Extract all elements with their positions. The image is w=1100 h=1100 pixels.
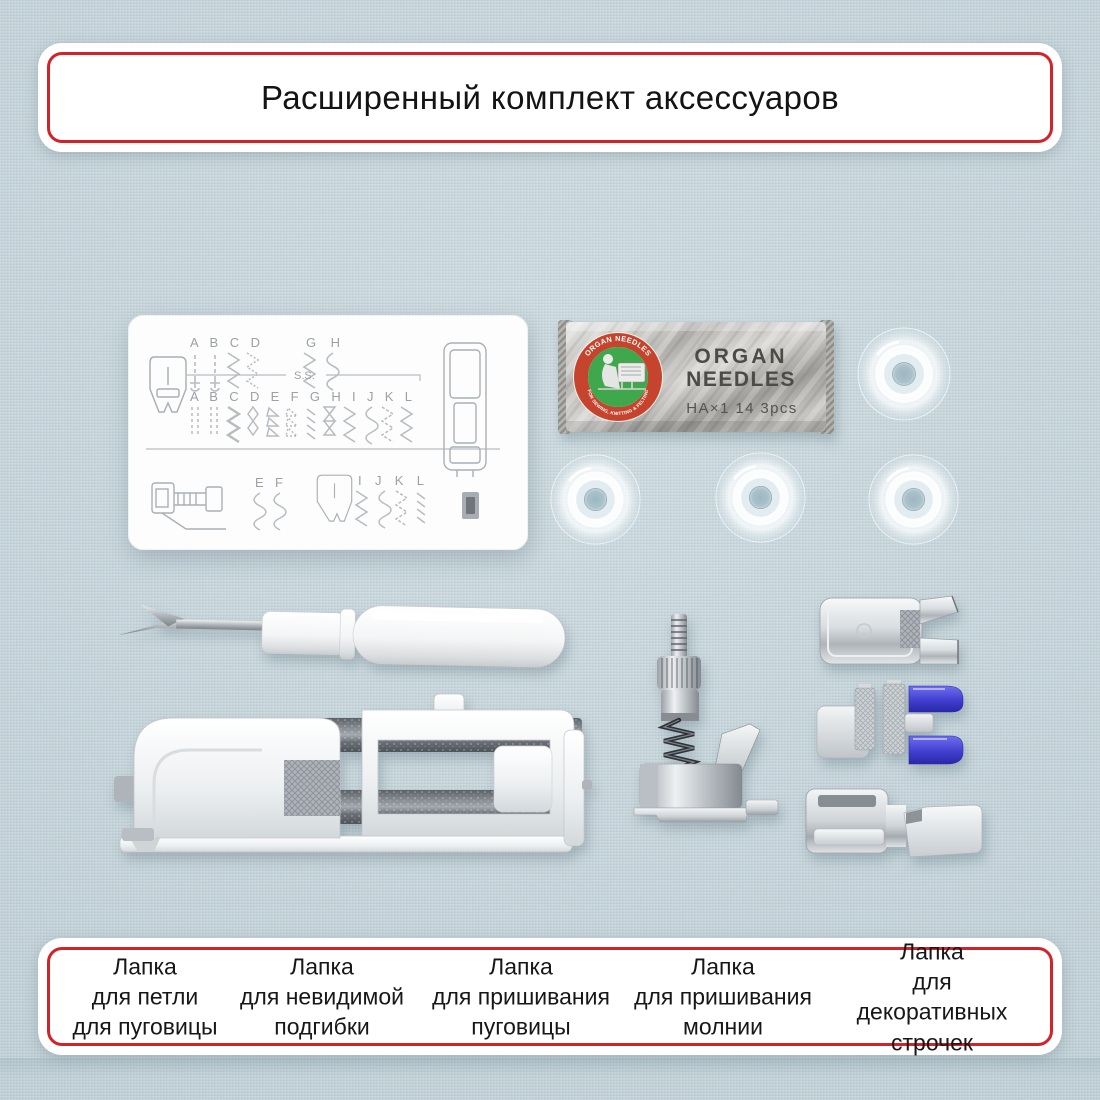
page-title: Расширенный комплект аксессуаров bbox=[260, 78, 840, 116]
blind-hem-blue-upper bbox=[908, 685, 964, 713]
needle-pack: ORGAN NEEDLES FOR SEWING, KNITTING & FEL… bbox=[558, 320, 834, 434]
bobbin bbox=[857, 327, 951, 421]
card-ss-label: S.S. bbox=[294, 370, 315, 382]
bobbin bbox=[550, 454, 641, 545]
organ-logo: ORGAN NEEDLES FOR SEWING, KNITTING & FEL… bbox=[573, 332, 663, 422]
card-ss-bracket bbox=[185, 374, 421, 381]
label-buttonhole-foot: Лапка для петли для пуговицы bbox=[72, 952, 218, 1040]
label-blind-hem-foot: Лапка для невидимой подгибки bbox=[240, 952, 404, 1040]
zipper-foot-blade bbox=[903, 804, 983, 858]
card-screw-drawing bbox=[151, 482, 226, 530]
card-buttonhole-foot-drawing bbox=[443, 342, 487, 477]
button-foot-knob bbox=[657, 656, 701, 690]
satin-foot-upper-prong bbox=[919, 595, 959, 625]
button-foot-cylinder bbox=[661, 690, 699, 720]
ripper-shaft bbox=[176, 619, 269, 631]
satin-foot-window bbox=[900, 610, 920, 648]
card-row1-right-letters: G H bbox=[306, 335, 340, 350]
stitch-chart-card: A B C D G H S.S. A B C D E F G H I J K L… bbox=[128, 315, 528, 550]
packet-brand-line2: NEEDLES bbox=[686, 368, 796, 391]
buttonhole-foot-left-housing bbox=[114, 717, 341, 852]
title-panel: Расширенный комплект аксессуаров bbox=[38, 43, 1062, 152]
card-foot-icon-left bbox=[149, 356, 187, 413]
blind-hem-blue-lower bbox=[908, 735, 964, 765]
packet-brand-line1: ORGAN bbox=[694, 345, 787, 368]
button-foot-screw bbox=[671, 614, 687, 658]
packet-brand-text: ORGAN NEEDLES HA×1 14 3pcs bbox=[686, 345, 797, 417]
label-zipper-foot: Лапка для пришивания молнии bbox=[634, 952, 812, 1040]
button-foot-sole bbox=[633, 807, 749, 823]
blind-hem-foot bbox=[816, 680, 964, 765]
decorative-stitch-foot bbox=[819, 595, 959, 665]
footer-panel: Лапка для петли для пуговицы Лапка для н… bbox=[38, 938, 1062, 1055]
seam-ripper bbox=[117, 604, 566, 668]
fabric-fold bbox=[0, 1058, 1100, 1078]
button-foot-spring bbox=[657, 717, 702, 771]
card-foot-icon-middle bbox=[316, 474, 353, 522]
ripper-fork-short-prong bbox=[140, 604, 185, 627]
buttonhole-foot-sole bbox=[119, 835, 573, 853]
buttonhole-foot bbox=[114, 693, 592, 853]
buttonhole-foot-right-carriage bbox=[361, 693, 592, 847]
label-decorative-stitch-foot: Лапка для декоративных строчек bbox=[856, 937, 1008, 1055]
label-button-sewing-foot: Лапка для пришивания пуговицы bbox=[432, 952, 610, 1040]
packet-spec-text: HA×1 14 3pcs bbox=[686, 400, 797, 417]
logo-sewing-machine-illustration bbox=[598, 354, 646, 390]
card-row3-left-letters: E F bbox=[255, 475, 283, 490]
bobbin bbox=[715, 452, 806, 543]
satin-foot-lower-prong bbox=[919, 637, 959, 665]
zipper-foot bbox=[805, 788, 983, 858]
button-sewing-foot bbox=[633, 614, 779, 823]
bobbin bbox=[868, 454, 959, 545]
